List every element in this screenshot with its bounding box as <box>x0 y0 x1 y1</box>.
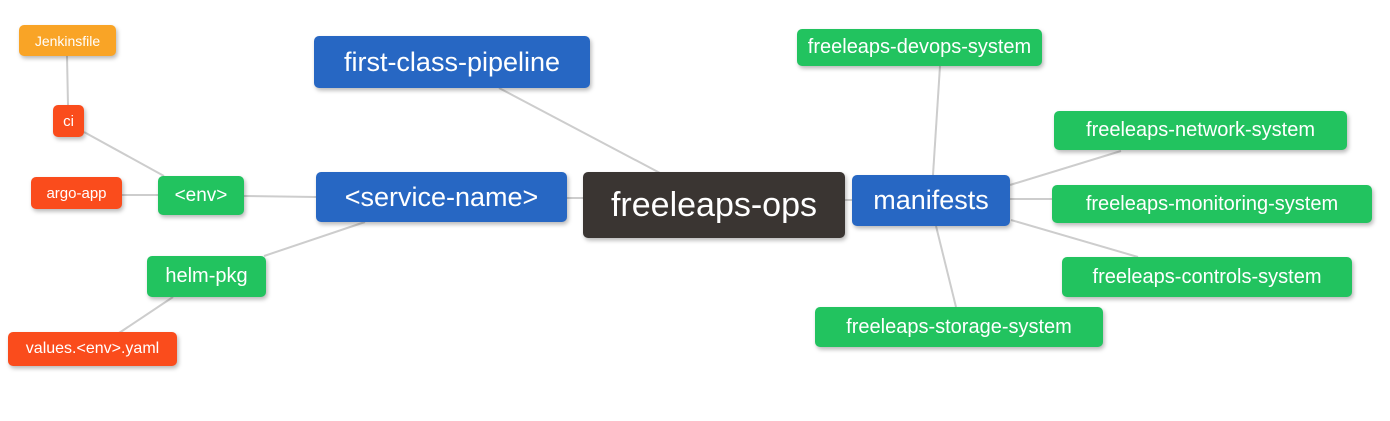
node-ci[interactable]: ci <box>53 105 84 137</box>
node-storage-system[interactable]: freeleaps-storage-system <box>815 307 1103 347</box>
node-freeleaps-ops-root[interactable]: freeleaps-ops <box>583 172 845 238</box>
edge-jenkinsfile-ci <box>66 55 69 106</box>
node-helm-pkg[interactable]: helm-pkg <box>147 256 266 297</box>
node-argo-app[interactable]: argo-app <box>31 177 122 209</box>
edge-env-service-name <box>243 195 317 198</box>
edge-ci-env <box>83 131 165 177</box>
edge-manifests-storage <box>935 225 957 308</box>
node-service-name[interactable]: <service-name> <box>316 172 567 222</box>
edge-service-name-helm-pkg <box>263 221 366 257</box>
edge-pipeline-ops <box>498 87 661 174</box>
edge-helm-pkg-values <box>118 296 174 334</box>
node-first-class-pipeline[interactable]: first-class-pipeline <box>314 36 590 88</box>
edge-manifests-devops <box>932 65 941 176</box>
node-network-system[interactable]: freeleaps-network-system <box>1054 111 1347 150</box>
edge-manifests-network <box>1009 150 1122 186</box>
node-manifests[interactable]: manifests <box>852 175 1010 226</box>
node-env[interactable]: <env> <box>158 176 244 215</box>
node-monitoring-system[interactable]: freeleaps-monitoring-system <box>1052 185 1372 223</box>
node-values-env-yaml[interactable]: values.<env>.yaml <box>8 332 177 366</box>
node-devops-system[interactable]: freeleaps-devops-system <box>797 29 1042 66</box>
edge-manifests-controls <box>1010 219 1139 258</box>
node-jenkinsfile[interactable]: Jenkinsfile <box>19 25 116 56</box>
node-controls-system[interactable]: freeleaps-controls-system <box>1062 257 1352 297</box>
